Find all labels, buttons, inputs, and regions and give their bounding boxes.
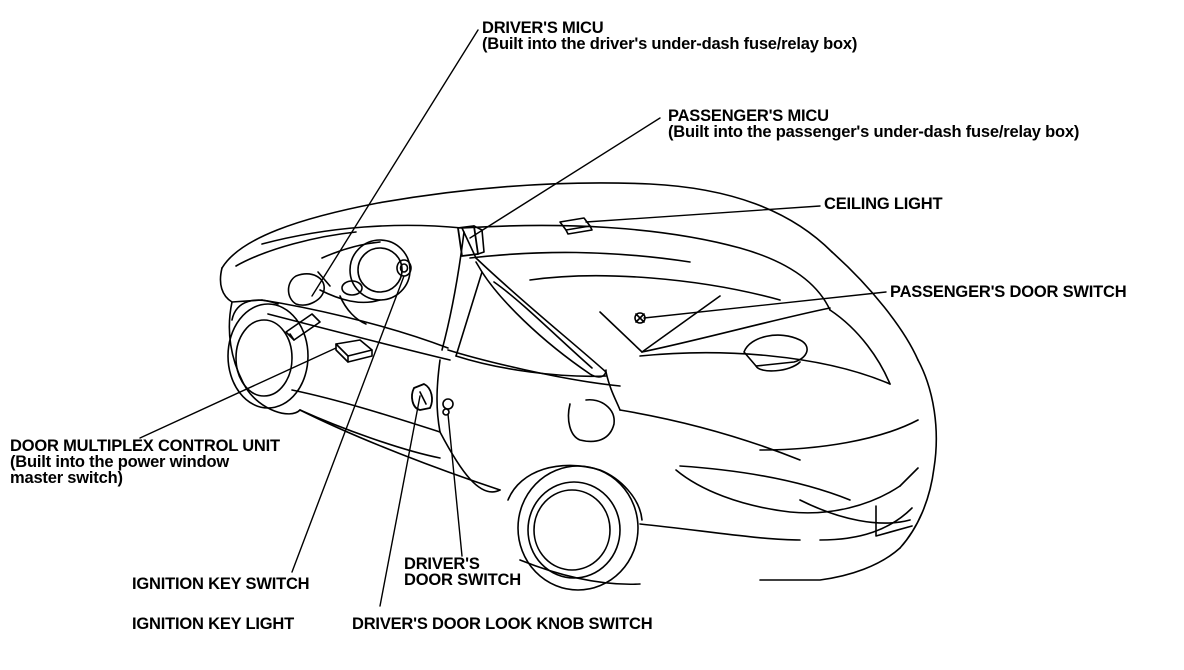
drivers-door-switch-label: DRIVER'S DOOR SWITCH [404,555,521,589]
passengers-door-switch-label: PASSENGER'S DOOR SWITCH [890,283,1127,301]
passengers-micu-label: PASSENGER'S MICU (Built into the passeng… [668,107,1080,141]
side-mirror [287,271,331,306]
roof-interior [461,224,891,385]
door-multiplex-unit [335,339,373,363]
door-frame [441,227,621,411]
rear-seat [743,334,808,372]
drivers-micu-component [285,313,321,341]
door-multiplex-label: DOOR MULTIPLEX CONTROL UNIT (Built into … [10,437,280,487]
door-lock-knob-switch-label: DRIVER'S DOOR LOOK KNOB SWITCH [352,615,653,633]
ceiling-light-component [559,217,593,235]
passengers-micu-title: PASSENGER'S MICU [668,107,829,125]
door-multiplex-title: DOOR MULTIPLEX CONTROL UNIT [10,437,280,455]
ceiling-light-label: CEILING LIGHT [824,195,943,213]
door-lock-knob-switch-component [411,383,433,411]
ignition-key-switch-label: IGNITION KEY SWITCH [132,575,310,593]
rear-quarter [567,399,919,541]
ignition-key-switch-component [396,259,412,277]
leader-lines [139,29,887,607]
car-body [219,182,938,586]
drivers-door-switch-line-2: DOOR SWITCH [404,571,521,589]
ignition-key-light-label: IGNITION KEY LIGHT [132,615,295,633]
passengers-micu-note: (Built into the passenger's under-dash f… [668,123,1080,141]
front-wheel [227,299,309,409]
dashboard [319,239,411,325]
rear-wheel [507,464,643,591]
drivers-micu-title: DRIVER'S MICU [482,19,604,37]
door-multiplex-note-1: (Built into the power window [10,453,229,471]
passengers-micu-component [457,225,485,257]
drivers-micu-note: (Built into the driver's under-dash fuse… [482,35,858,53]
drivers-micu-label: DRIVER'S MICU (Built into the driver's u… [482,19,858,53]
drivers-door-switch-component [442,398,454,416]
drivers-door-switch-line-1: DRIVER'S [404,555,480,573]
door-multiplex-note-2: master switch) [10,469,123,487]
door-opening [261,299,501,493]
